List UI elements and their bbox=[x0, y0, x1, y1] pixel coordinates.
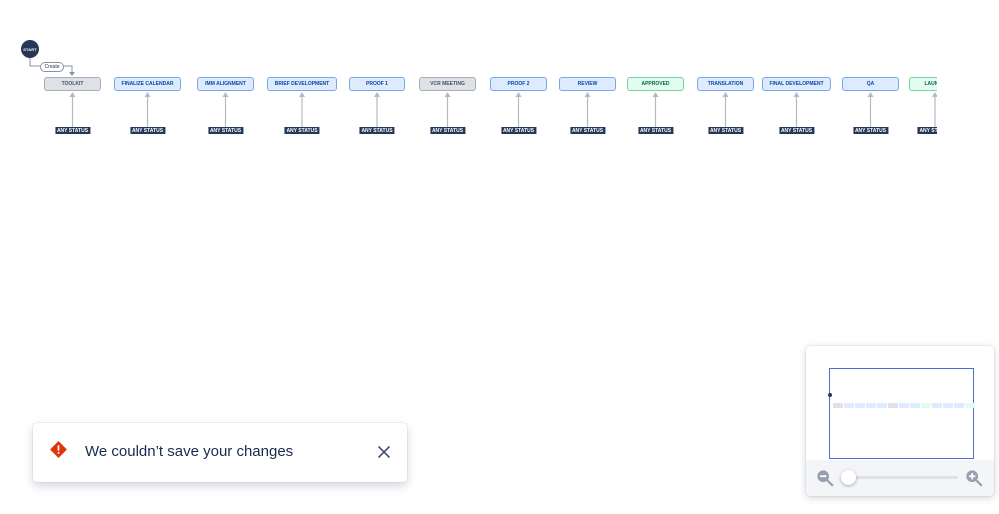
connector-arrow bbox=[652, 92, 659, 97]
minimap-status-block bbox=[965, 403, 975, 408]
status-review[interactable]: REVIEW bbox=[559, 77, 616, 91]
status-imm-alignment[interactable]: IMM ALIGNMENT bbox=[197, 77, 254, 91]
minimap-status-block bbox=[954, 403, 964, 408]
close-icon[interactable] bbox=[376, 444, 392, 460]
start-node[interactable]: START bbox=[21, 40, 39, 58]
status-approved[interactable]: APPROVED bbox=[627, 77, 684, 91]
connector-arrow bbox=[584, 92, 591, 97]
any-status-label[interactable]: ANY STATUS bbox=[284, 127, 320, 134]
minimap-status-block bbox=[888, 403, 898, 408]
connector-arrow bbox=[722, 92, 729, 97]
connector-arrow bbox=[793, 92, 800, 97]
status-launch[interactable]: LAUNCH bbox=[909, 77, 937, 91]
minimap-status-block bbox=[943, 403, 953, 408]
zoom-slider-handle[interactable] bbox=[841, 470, 856, 485]
zoom-slider-track[interactable] bbox=[848, 476, 958, 479]
any-status-label[interactable]: ANY STATUS bbox=[707, 127, 744, 134]
zoom-out-icon[interactable] bbox=[816, 469, 834, 487]
minimap-status-block bbox=[910, 403, 920, 408]
any-status-label[interactable]: ANY STATUS bbox=[917, 127, 937, 134]
status-translation[interactable]: TRANSLATION bbox=[697, 77, 754, 91]
any-status-label[interactable]: ANY STATUS bbox=[500, 127, 537, 134]
minimap-status-block bbox=[921, 403, 931, 408]
connector-arrow bbox=[867, 92, 874, 97]
minimap-status-block bbox=[899, 403, 909, 408]
any-status-label[interactable]: ANY STATUS bbox=[778, 127, 815, 134]
status-qa[interactable]: QA bbox=[842, 77, 899, 91]
any-status-label[interactable]: ANY STATUS bbox=[207, 127, 244, 134]
status-final-development[interactable]: FINAL DEVELOPMENT bbox=[762, 77, 831, 91]
minimap-viewport[interactable] bbox=[829, 368, 974, 459]
connector-arrow bbox=[69, 92, 76, 97]
minimap-status-block bbox=[855, 403, 865, 408]
connector-arrow bbox=[515, 92, 522, 97]
connector-arrow bbox=[299, 92, 305, 97]
warning-icon bbox=[50, 441, 67, 458]
minimap-start-dot bbox=[828, 393, 832, 397]
connector-arrow bbox=[444, 92, 451, 97]
any-status-label[interactable]: ANY STATUS bbox=[54, 127, 91, 134]
minimap-status-block bbox=[877, 403, 887, 408]
any-status-label[interactable]: ANY STATUS bbox=[429, 127, 466, 134]
connector-arrow bbox=[374, 92, 380, 97]
any-status-label[interactable]: ANY STATUS bbox=[637, 127, 674, 134]
minimap-status-block bbox=[866, 403, 876, 408]
any-status-label[interactable]: ANY STATUS bbox=[852, 127, 889, 134]
minimap-status-block bbox=[932, 403, 942, 408]
connector-arrow bbox=[932, 92, 937, 97]
any-status-label[interactable]: ANY STATUS bbox=[569, 127, 606, 134]
workflow-connectors bbox=[29, 58, 937, 127]
workflow-diagram: START Create TOOLKIT ANY STATUS FINALIZE C… bbox=[0, 0, 937, 160]
minimap-status-block bbox=[844, 403, 854, 408]
toast-message: We couldn’t save your changes bbox=[85, 443, 294, 460]
status-proof-1[interactable]: PROOF 1 bbox=[349, 77, 405, 91]
status-proof-2[interactable]: PROOF 2 bbox=[490, 77, 547, 91]
status-vcr-meeting[interactable]: VCR MEETING bbox=[419, 77, 476, 91]
status-finalize-calendar[interactable]: FINALIZE CALENDAR bbox=[114, 77, 181, 91]
zoom-in-icon[interactable] bbox=[965, 469, 983, 487]
connector-arrow bbox=[222, 92, 229, 97]
connector-arrow bbox=[144, 92, 151, 97]
error-toast bbox=[33, 423, 407, 482]
status-toolkit[interactable]: TOOLKIT bbox=[44, 77, 101, 91]
minimap-status-block bbox=[833, 403, 843, 408]
any-status-label[interactable]: ANY STATUS bbox=[359, 127, 395, 134]
create-transition-label[interactable]: Create bbox=[40, 62, 64, 72]
status-brief-development[interactable]: BRIEF DEVELOPMENT bbox=[267, 77, 337, 91]
any-status-label[interactable]: ANY STATUS bbox=[129, 127, 166, 134]
